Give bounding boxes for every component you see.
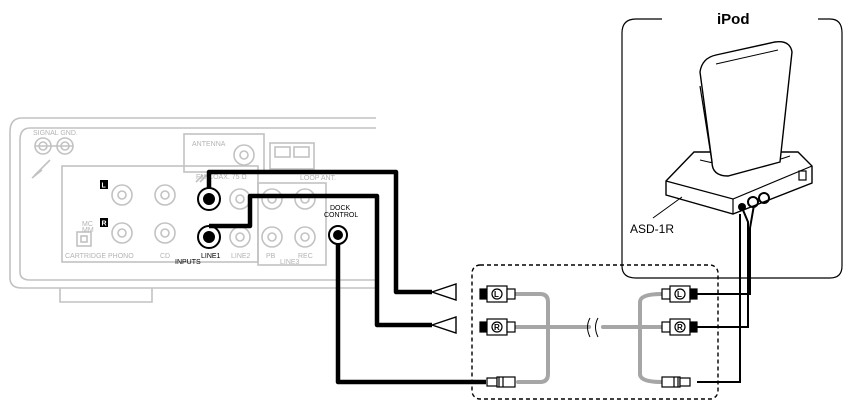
line1-jacks [197,187,221,249]
receiver-labels: SIGNAL GND. ANTENNA FM COAX. 75 Ω LOOP A… [33,130,358,266]
cd-label: CD [160,253,170,260]
fm-coax-label: FM COAX. 75 Ω [196,174,247,181]
dock-control-jack [328,225,348,245]
cable-left-end: L R [479,285,516,388]
model-label: ASD-1R [630,222,674,236]
channel-left-badge-text: L [102,183,107,190]
pb-label: PB [266,253,276,260]
right-plug-label-a: R [494,323,500,332]
cable-right-end: L R [661,285,698,388]
cartridge-label: CARTRIDGE [65,253,106,260]
wire-right-channel [209,193,432,328]
wire-left-channel [206,169,432,295]
left-plug-label-b: L [677,290,682,299]
line2-label: LINE2 [231,253,251,260]
right-plug-label-b: R [677,323,683,332]
line1-label: LINE1 [201,253,221,260]
receiver-rear-panel [9,117,376,303]
connection-arrows [429,283,457,334]
wire-dock-control [335,244,486,385]
inputs-label: INPUTS [175,259,201,266]
dock-cable: L R L R [471,264,719,400]
channel-right-badge-text: R [102,221,107,228]
antenna-label: ANTENNA [192,141,226,148]
dock-wires [697,204,755,383]
ipod-title: iPod [717,11,750,28]
phono-label: PHONO [108,253,134,260]
channel-left-badge [100,180,108,189]
signal-gnd-label: SIGNAL GND. [33,130,78,137]
line3-label: LINE3 [280,259,300,266]
left-plug-label-a: L [494,290,499,299]
rec-label: REC [298,253,313,260]
loop-ant-label: LOOP ANT. [300,175,336,182]
ipod-dock-panel: iPod ASD-1R [621,11,843,279]
mm-label: MM [82,227,94,234]
dock-control-label-1: DOCK [330,205,351,212]
dock-control-label-2: CONTROL [324,212,358,219]
connection-wires [206,169,486,385]
mc-label: MC [82,221,93,228]
channel-right-badge [100,218,108,227]
